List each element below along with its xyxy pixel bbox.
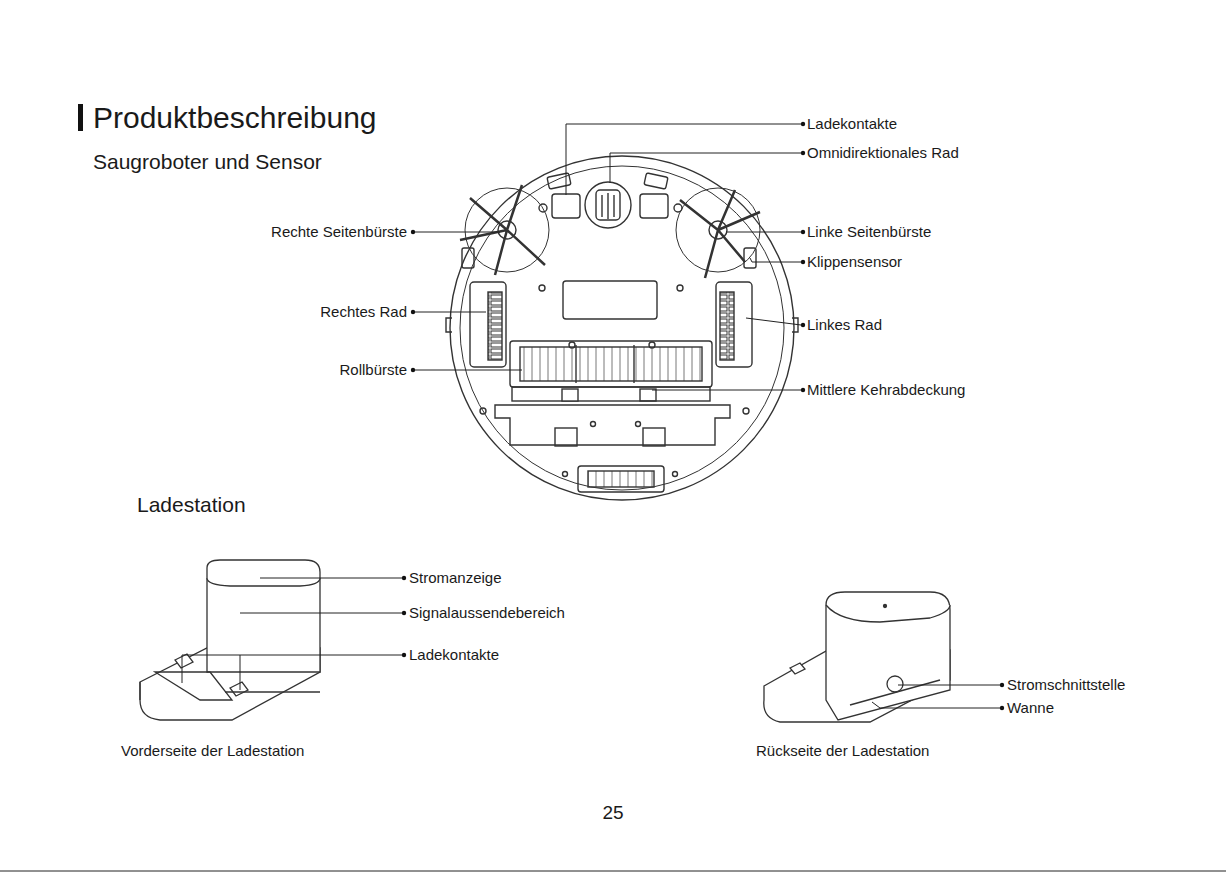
page-number: 25 [602, 802, 623, 825]
view-caption: Vorderseite der Ladestation [121, 742, 304, 760]
part-label: Rechte Seitenbürste [271, 223, 407, 241]
part-label: Rollbürste [339, 361, 407, 379]
part-label: Mittlere Kehrabdeckung [807, 381, 965, 399]
part-label: Stromanzeige [409, 569, 502, 587]
part-label: Omnidirektionales Rad [807, 144, 959, 162]
part-label: Signalaussendebereich [409, 604, 565, 622]
part-label: Klippensensor [807, 253, 902, 271]
part-label: Linke Seitenbürste [807, 223, 931, 241]
part-label: Linkes Rad [807, 316, 882, 334]
page-title: Produktbeschreibung [93, 100, 377, 136]
part-label: Stromschnittstelle [1007, 676, 1125, 694]
view-caption: Rückseite der Ladestation [756, 742, 929, 760]
part-label: Ladekontakte [409, 646, 499, 664]
part-label: Ladekontakte [807, 115, 897, 133]
part-label: Rechtes Rad [320, 303, 407, 321]
section-heading: Ladestation [137, 492, 246, 517]
section-heading: Saugroboter und Sensor [93, 149, 322, 174]
part-label: Wanne [1007, 699, 1054, 717]
